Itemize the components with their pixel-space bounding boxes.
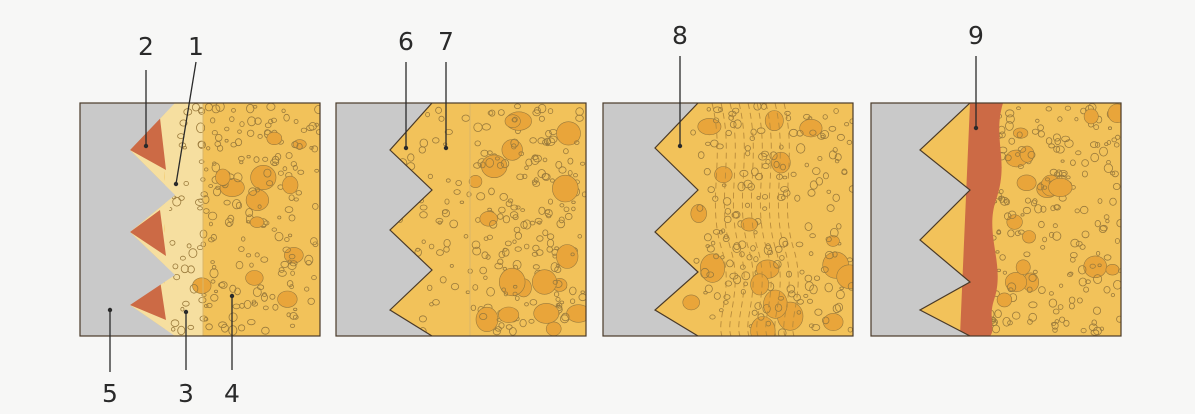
label-1: 1	[188, 32, 204, 61]
panel-2	[336, 103, 590, 336]
panel-3	[603, 102, 862, 345]
label-9: 9	[968, 21, 984, 50]
label-4: 4	[224, 379, 240, 408]
label-6: 6	[398, 27, 414, 56]
label-5: 5	[102, 379, 118, 408]
label-8: 8	[672, 21, 688, 50]
panel-4	[871, 103, 1127, 336]
label-2: 2	[138, 32, 154, 61]
panel-1	[80, 102, 323, 336]
label-3: 3	[178, 379, 194, 408]
label-7: 7	[438, 27, 454, 56]
